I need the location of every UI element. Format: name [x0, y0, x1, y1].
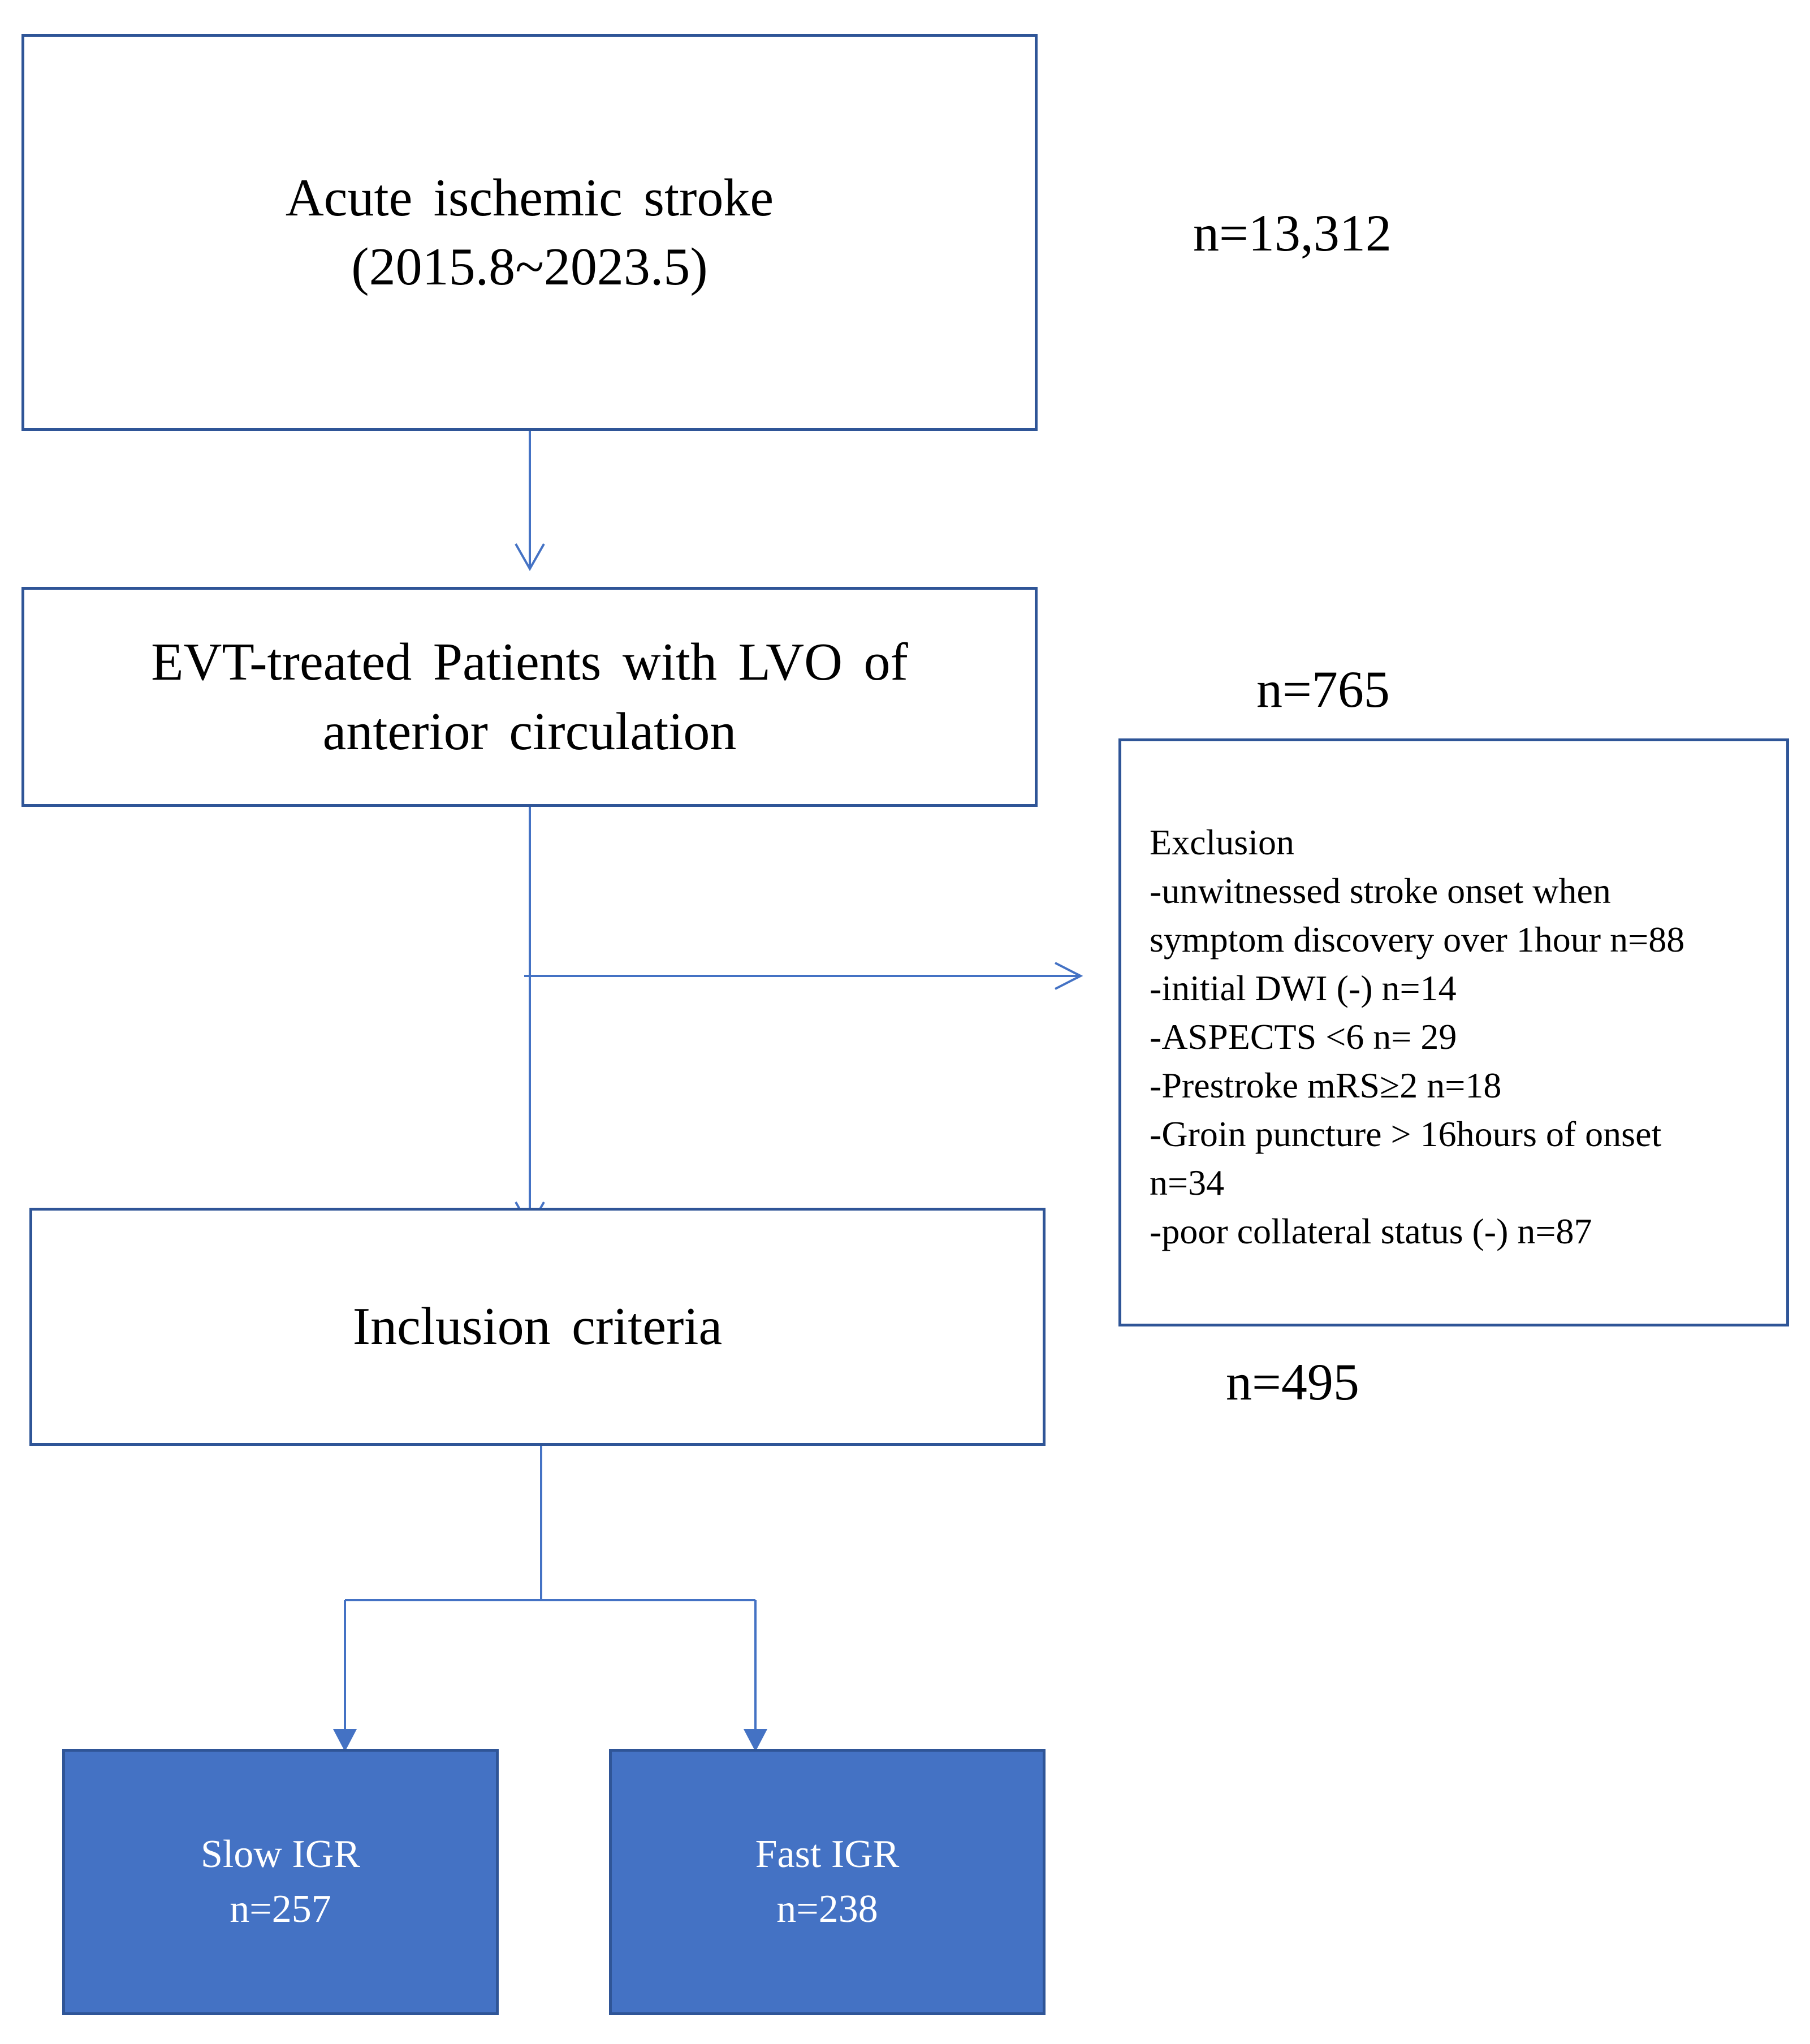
exclusion-line: -poor collateral status (-) n=87	[1150, 1211, 1592, 1251]
box-evt-treated: EVT-treated Patients with LVO of anterio…	[21, 587, 1038, 807]
arrowhead-to-slow	[333, 1729, 357, 1752]
box-slow-igr-count: n=257	[230, 1887, 331, 1931]
box-inclusion-criteria-label: Inclusion criteria	[352, 1297, 723, 1356]
arrowhead-to-fast	[744, 1729, 767, 1752]
box-acute-ischemic-stroke: Acute ischemic stroke (2015.8~2023.5)	[21, 34, 1038, 431]
box-acute-ischemic-stroke-line1: Acute ischemic stroke	[285, 168, 774, 227]
arrowhead-ais-to-evt	[515, 543, 545, 572]
box-evt-treated-line1: EVT-treated Patients with LVO of	[151, 633, 908, 692]
box-inclusion-criteria: Inclusion criteria	[29, 1208, 1046, 1446]
exclusion-line: -Prestroke mRS≥2 n=18	[1150, 1065, 1502, 1105]
box-fast-igr-count: n=238	[776, 1887, 878, 1931]
box-slow-igr: Slow IGR n=257	[62, 1749, 499, 2015]
box-exclusion: Exclusion -unwitnessed stroke onset when…	[1118, 738, 1789, 1326]
box-fast-igr-label: Fast IGR	[755, 1832, 900, 1876]
box-acute-ischemic-stroke-line2: (2015.8~2023.5)	[351, 237, 708, 296]
exclusion-line: -unwitnessed stroke onset when	[1150, 871, 1611, 911]
count-acute-ischemic-stroke: n=13,312	[1193, 204, 1392, 262]
exclusion-line: -initial DWI (-) n=14	[1150, 968, 1457, 1008]
exclusion-line: -Groin puncture > 16hours of onset	[1150, 1114, 1662, 1154]
count-evt-treated: n=765	[1256, 660, 1390, 718]
box-evt-treated-line2: anterior circulation	[322, 702, 737, 761]
exclusion-line: symptom discovery over 1hour n=88	[1150, 919, 1685, 960]
box-fast-igr: Fast IGR n=238	[609, 1749, 1046, 2015]
exclusion-line: -ASPECTS <6 n= 29	[1150, 1017, 1457, 1057]
box-slow-igr-label: Slow IGR	[201, 1832, 360, 1876]
exclusion-line: n=34	[1150, 1163, 1225, 1203]
arrowhead-to-exclusion	[1055, 962, 1083, 990]
exclusion-title: Exclusion	[1150, 822, 1294, 862]
count-included: n=495	[1226, 1353, 1359, 1411]
